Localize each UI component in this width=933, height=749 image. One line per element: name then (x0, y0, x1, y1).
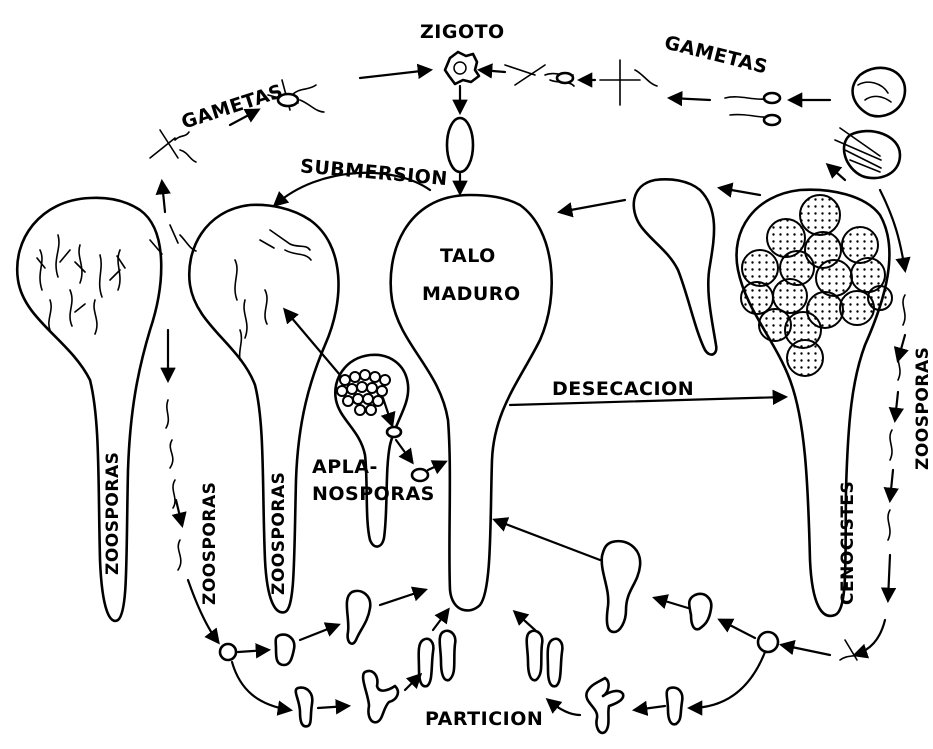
right-gamete-pair-1 (505, 65, 574, 86)
right-gamete-pair-2 (600, 60, 657, 105)
desiccated-thallus (634, 179, 717, 354)
talo-label: TALO (440, 245, 496, 267)
zygote (445, 52, 479, 84)
gametas-left-label: GAMETAS (179, 80, 286, 134)
particion-label: PARTICION (425, 708, 543, 730)
cenocistes-label: CENOCISTES (838, 481, 858, 605)
aplanosporas-label-line2: NOSPORAS (312, 483, 435, 505)
right-gamete-pair-3 (725, 93, 780, 125)
zoosporas-label-4: ZOOSPORAS (913, 347, 933, 470)
desecacion-label: DESECACION (552, 378, 694, 400)
zoosporas-label-1: ZOOSPORAS (103, 452, 123, 575)
aplanosporas-label-line1: APLA- (312, 456, 378, 478)
zigoto-label: ZIGOTO (420, 21, 505, 43)
zoosporas-label-2: ZOOSPORAS (269, 472, 289, 595)
germling-top (447, 118, 473, 172)
partition-cycle (220, 520, 885, 733)
zoosporas-label-3: ZOOSPORAS (200, 482, 220, 605)
maduro-label: MADURO (422, 283, 521, 305)
submersion-label: SUBMERSION (299, 155, 448, 190)
gametas-right-label: GAMETAS (662, 32, 770, 79)
gametangium-top-right (835, 68, 905, 178)
left-gamete-pair-1 (150, 130, 196, 162)
